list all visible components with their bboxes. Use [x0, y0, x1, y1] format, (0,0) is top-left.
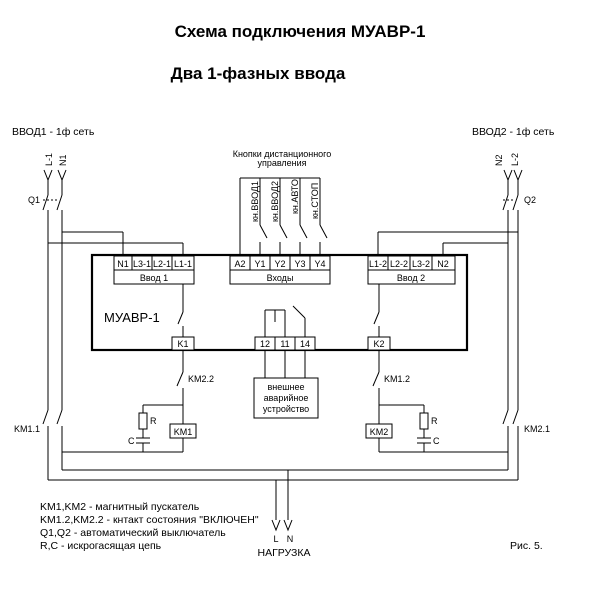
terminal-y3: Y3 — [294, 259, 305, 269]
terminal-y4: Y4 — [314, 259, 325, 269]
input1-terminal-l3: L3-1 — [133, 259, 151, 269]
input1-wire-l-label: L-1 — [44, 153, 54, 166]
k1-label: K1 — [177, 339, 188, 349]
alarm-terminal-14: 14 — [300, 339, 310, 349]
input2-feed-wires — [377, 231, 518, 256]
input1-terminal-block — [113, 255, 195, 285]
load-label: НАГРУЗКА — [258, 547, 311, 559]
input2-terminal-l2: L2-2 — [390, 259, 408, 269]
km1-coil-circuit — [62, 350, 197, 453]
alarm-terminal-11: 11 — [280, 339, 289, 349]
km1-coil-label: KM1 — [174, 427, 193, 437]
input1-feed-wires — [48, 231, 184, 256]
legend-line-1: KM1,KM2 - магнитный пускатель — [40, 501, 200, 513]
legend-line-2: KM1.2,KM2.2 - кнтакт состояния "ВКЛЮЧЕН" — [40, 514, 259, 526]
breaker-q1-label: Q1 — [28, 195, 40, 205]
inputs-group-label: Входы — [267, 273, 294, 283]
input1-label: ВВОД1 - 1ф сеть — [12, 126, 95, 138]
left-c-label: C — [128, 436, 135, 446]
right-r-label: R — [431, 416, 438, 426]
button-input2: кн.ВВОД2 — [270, 181, 280, 222]
remote-buttons-wiring — [239, 177, 328, 256]
km2-coil-circuit — [365, 350, 508, 453]
figure-label: Рис. 5. — [510, 540, 543, 552]
km2-2-interlock-label: KM2.2 — [188, 374, 214, 384]
terminal-a2: A2 — [234, 259, 245, 269]
input2-label: ВВОД2 - 1ф сеть — [472, 126, 555, 138]
input1-group-label: Ввод 1 — [140, 273, 168, 283]
load-bus — [48, 469, 518, 532]
legend-line-3: Q1,Q2 - автоматический выключатель — [40, 527, 226, 539]
input2-terminal-block — [367, 255, 456, 285]
diagram-title: Схема подключения МУАВР-1 — [175, 22, 426, 41]
diagram-subtitle: Два 1-фазных ввода — [171, 64, 346, 83]
alarm-device-line1: внешнее — [268, 382, 305, 392]
km1-2-interlock-label: KM1.2 — [384, 374, 410, 384]
km1-1-label: KM1.1 — [14, 424, 40, 434]
terminal-y2: Y2 — [274, 259, 285, 269]
input2-terminal-l3: L3-2 — [412, 259, 430, 269]
input1-terminal-l1: L1-1 — [174, 259, 192, 269]
km2-1-contacts — [502, 409, 525, 440]
remote-caption-line1: Кнопки дистанционного — [233, 149, 332, 159]
load-n-label: N — [287, 534, 294, 544]
terminal-y1: Y1 — [254, 259, 265, 269]
legend-line-4: R,C - искрогасящая цепь — [40, 540, 162, 552]
input2-group-label: Ввод 2 — [397, 273, 425, 283]
alarm-terminal-12: 12 — [260, 339, 270, 349]
km2-1-label: KM2.1 — [524, 424, 550, 434]
input1-terminal-l2: L2-1 — [153, 259, 171, 269]
button-stop: кн.СТОП — [310, 183, 320, 219]
load-l-label: L — [273, 534, 278, 544]
button-auto: кн.АВТО — [290, 179, 300, 214]
input1-wire-n-label: N1 — [58, 154, 68, 166]
k2-label: K2 — [373, 339, 384, 349]
input2-terminal-l1: L1-2 — [369, 259, 387, 269]
left-r-label: R — [150, 416, 157, 426]
device-name: МУАВР-1 — [104, 310, 160, 325]
km1-1-contacts — [42, 409, 66, 440]
km2-coil-label: KM2 — [370, 427, 389, 437]
button-input1: кн.ВВОД1 — [250, 181, 260, 222]
breaker-q2-label: Q2 — [524, 195, 536, 205]
right-c-label: C — [433, 436, 440, 446]
input2-wire-l-label: L-2 — [510, 153, 520, 166]
alarm-relay-terminals — [254, 305, 316, 351]
input1-terminal-n1: N1 — [117, 259, 129, 269]
alarm-device-line2: аварийное — [264, 393, 309, 403]
remote-caption-line2: управления — [257, 158, 306, 168]
internal-relay-contacts — [177, 284, 380, 337]
external-alarm-device — [253, 350, 319, 419]
input2-terminal-n2: N2 — [437, 259, 449, 269]
input2-wire-n-label: N2 — [494, 154, 504, 166]
alarm-device-line3: устройство — [263, 404, 309, 414]
